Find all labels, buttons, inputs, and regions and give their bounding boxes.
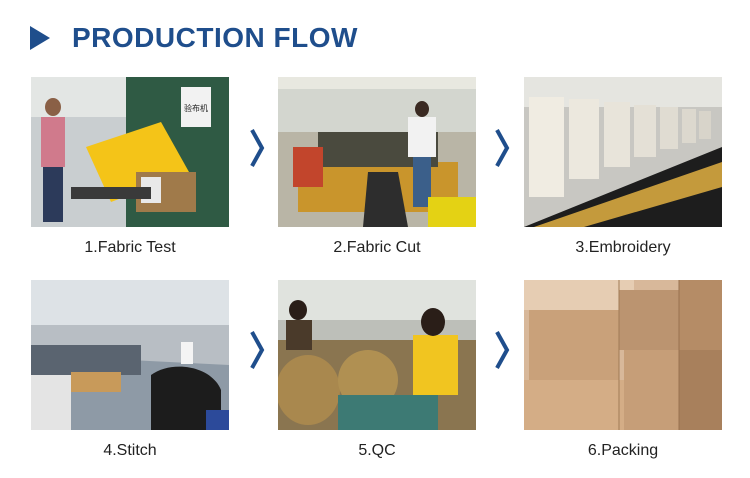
embroidery-photo (524, 77, 722, 227)
page-header: PRODUCTION FLOW (30, 18, 358, 58)
step-fabric-cut: 2.Fabric Cut (278, 77, 476, 257)
qc-photo (278, 280, 476, 430)
stitch-photo (31, 280, 229, 430)
step-label: 6.Packing (587, 442, 659, 459)
packing-photo (524, 280, 722, 430)
step-label: 3.Embroidery (575, 239, 671, 256)
step-label: 5.QC (358, 442, 396, 459)
fabric-test-photo: 验布机 (31, 77, 229, 227)
chevron-right-icon (492, 126, 512, 170)
chevron-right-icon (492, 328, 512, 372)
step-label: 1.Fabric Test (84, 239, 176, 256)
chevron-right-icon (247, 126, 267, 170)
step-embroidery: 3.Embroidery (524, 77, 722, 257)
fabric-test-sign: 验布机 (184, 103, 208, 113)
step-stitch: 4.Stitch (31, 280, 229, 460)
step-label: 2.Fabric Cut (333, 239, 421, 256)
chevron-right-icon (247, 328, 267, 372)
page-title: PRODUCTION FLOW (72, 22, 358, 53)
step-label: 4.Stitch (103, 442, 157, 459)
fabric-cut-photo (278, 77, 476, 227)
step-packing: 6.Packing (524, 280, 722, 460)
play-triangle-icon (30, 26, 50, 50)
step-fabric-test: 验布机 1.Fabric Test (31, 77, 229, 257)
step-qc: 5.QC (278, 280, 476, 460)
